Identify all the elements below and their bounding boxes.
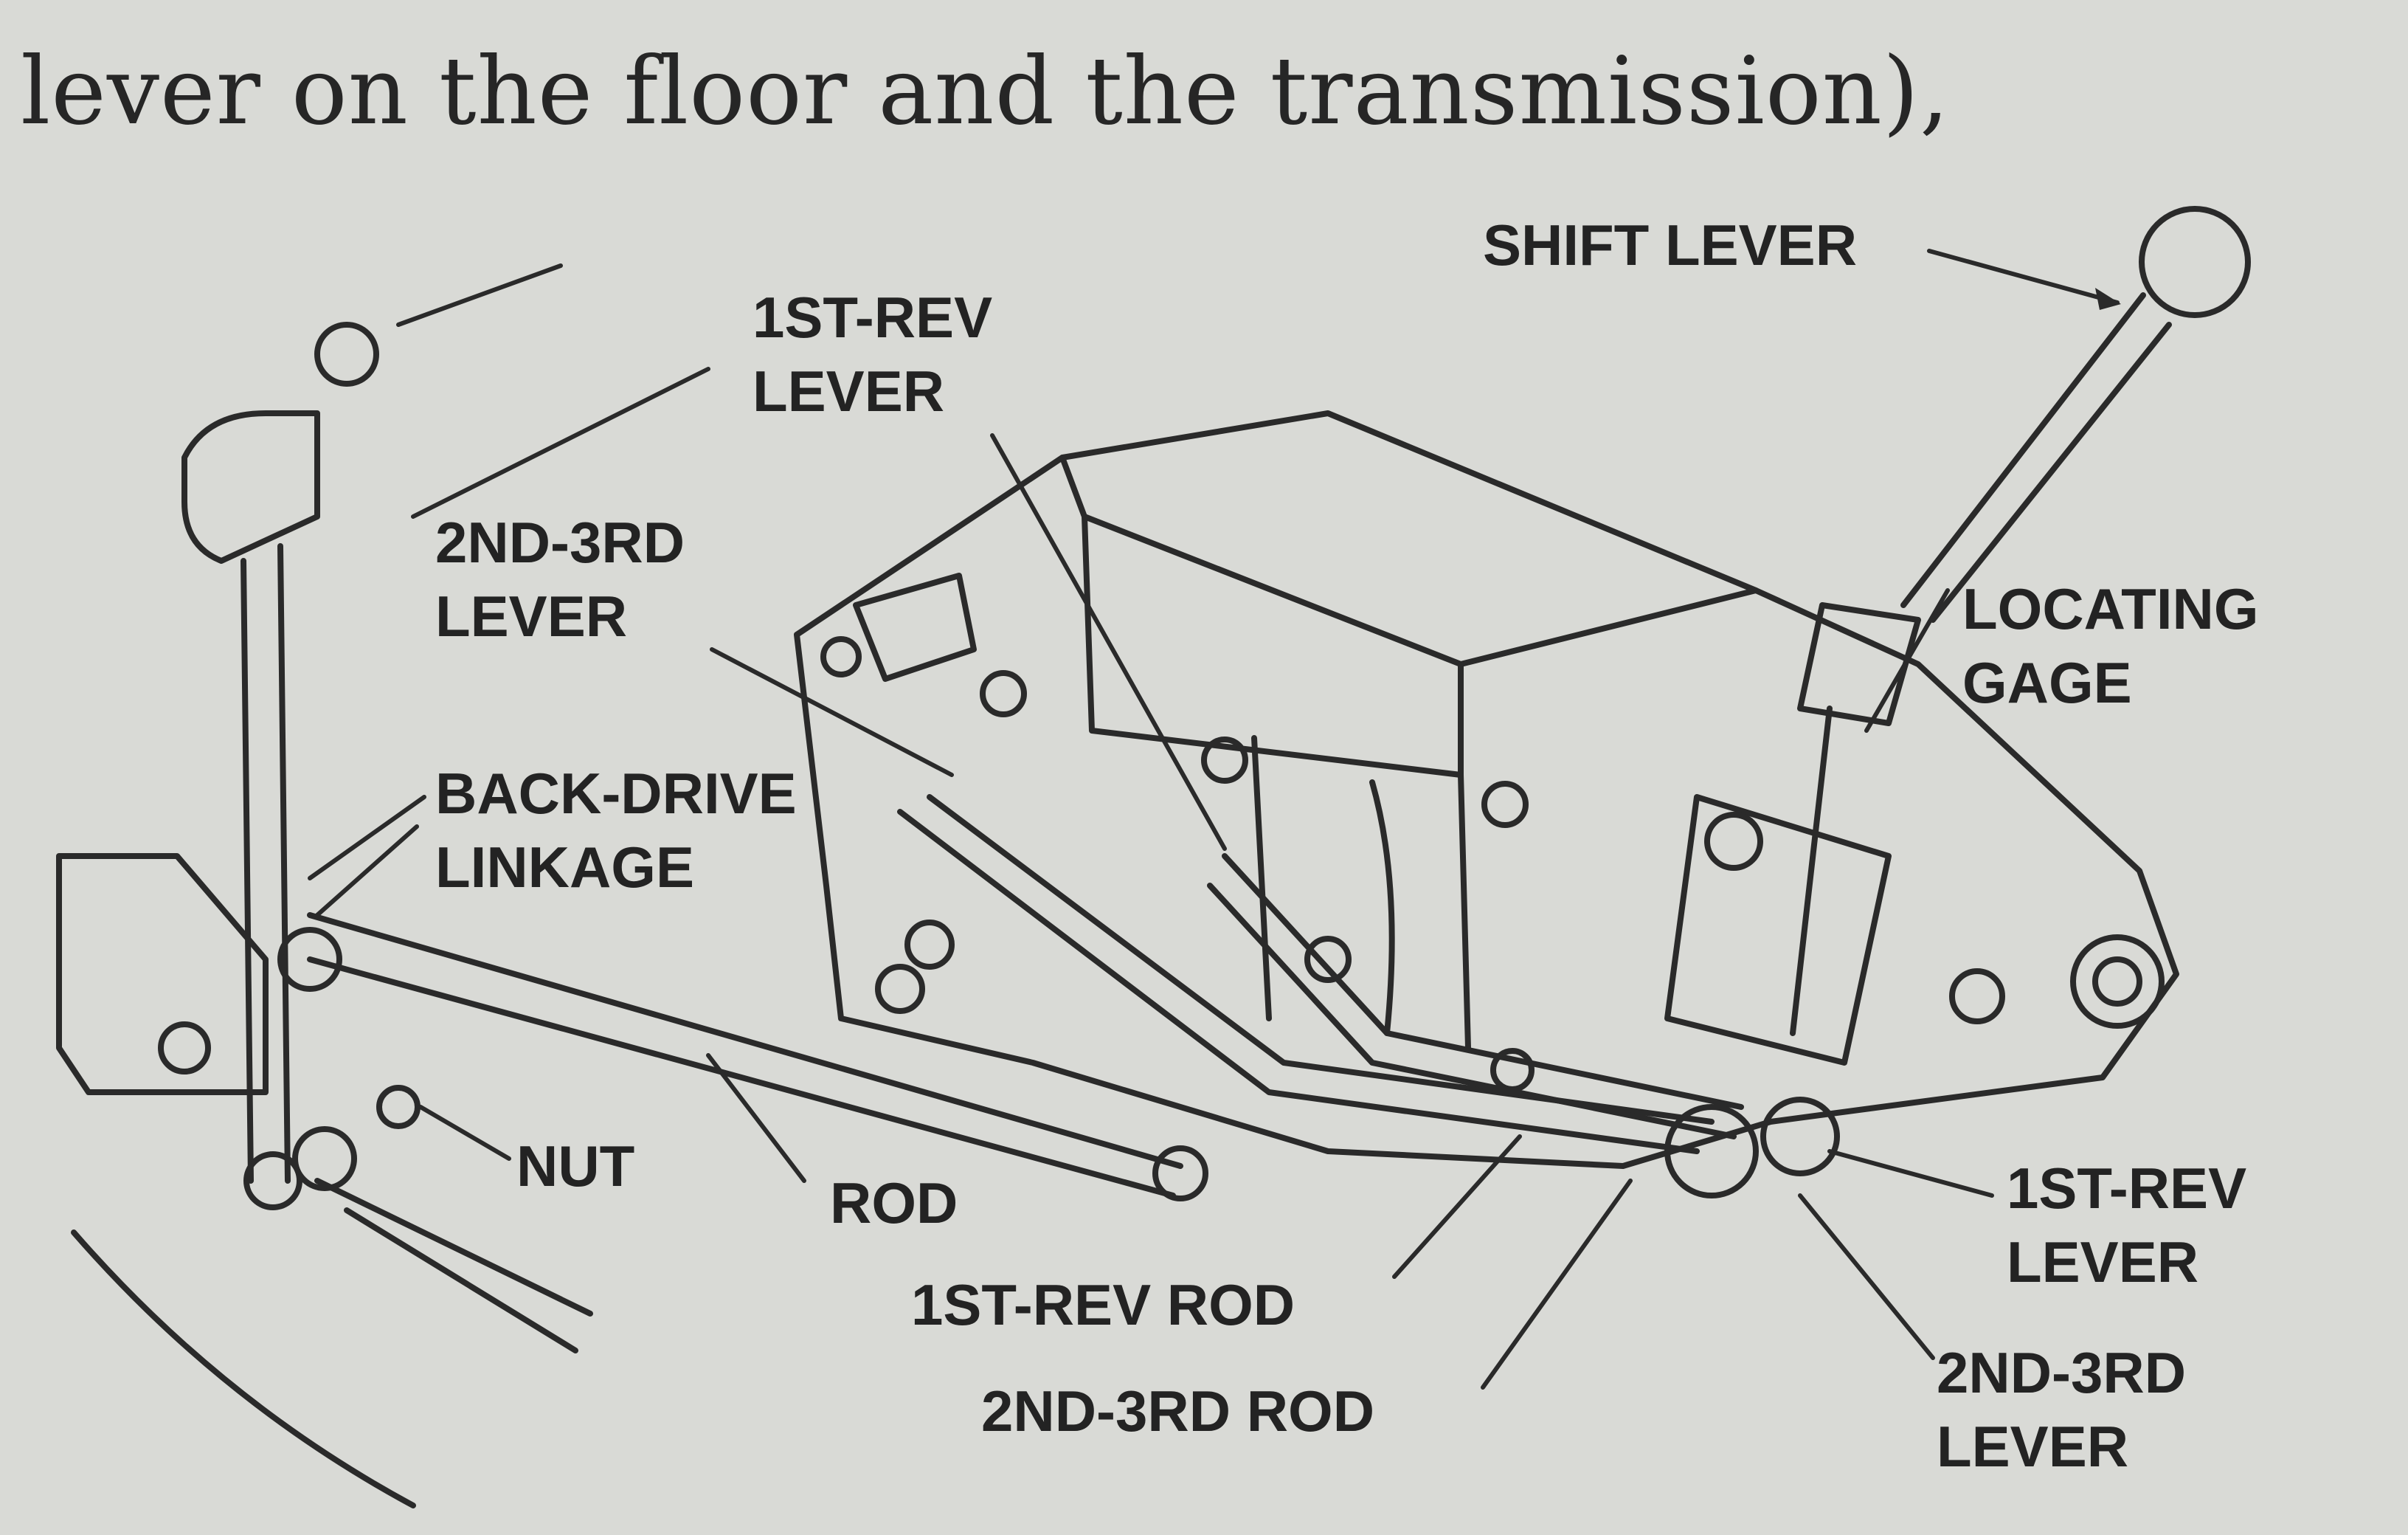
main-rod xyxy=(307,912,1208,1201)
page-caption-text: lever on the floor and the transmission)… xyxy=(21,37,1951,145)
label-line-1: 2ND-3RD xyxy=(435,510,685,575)
label-1st-rev-rod-text: 1ST-REV ROD xyxy=(911,1272,1295,1337)
label-line-2: LEVER xyxy=(752,359,945,424)
label-line-1: 1ST-REV xyxy=(752,285,993,350)
label-2nd-3rd-lever-left: 2ND-3RD LEVER xyxy=(435,506,685,653)
label-line-1: LOCATING xyxy=(1962,576,2259,641)
label-line-2: LEVER xyxy=(435,584,628,649)
label-back-drive-linkage: BACK-DRIVE LINKAGE xyxy=(435,756,797,904)
label-2nd-3rd-lever-right: 2ND-3RD LEVER xyxy=(1937,1336,2186,1483)
label-shift-lever: SHIFT LEVER xyxy=(1483,208,1857,282)
label-nut-text: NUT xyxy=(516,1134,635,1198)
label-line-1: BACK-DRIVE xyxy=(435,761,797,826)
label-rod: ROD xyxy=(830,1166,958,1240)
shift-lever-shape xyxy=(1790,206,2251,1036)
back-drive-bracket xyxy=(56,322,593,1508)
label-line-2: GAGE xyxy=(1962,650,2132,715)
label-1st-rev-lever-right: 1ST-REV LEVER xyxy=(2007,1151,2246,1299)
label-rod-text: ROD xyxy=(830,1170,958,1235)
label-line-1: 2ND-3RD xyxy=(1937,1340,2187,1405)
label-line-2: LINKAGE xyxy=(435,835,694,900)
label-2nd-3rd-rod-text: 2ND-3RD ROD xyxy=(981,1379,1375,1443)
leader-lines xyxy=(308,249,2121,1390)
label-line-2: LEVER xyxy=(2007,1229,2199,1294)
label-line-2: LEVER xyxy=(1937,1414,2129,1479)
label-line-1: 1ST-REV xyxy=(2007,1156,2247,1221)
label-1st-rev-lever-top: 1ST-REV LEVER xyxy=(752,280,992,428)
linkage-rods xyxy=(897,794,1840,1198)
label-nut: NUT xyxy=(516,1129,634,1203)
label-shift-lever-text: SHIFT LEVER xyxy=(1483,213,1858,277)
transmission-housing xyxy=(794,410,2179,1169)
label-2nd-3rd-rod: 2ND-3RD ROD xyxy=(981,1374,1374,1448)
label-locating-gage: LOCATING GAGE xyxy=(1962,572,2259,720)
label-1st-rev-rod: 1ST-REV ROD xyxy=(911,1268,1295,1342)
